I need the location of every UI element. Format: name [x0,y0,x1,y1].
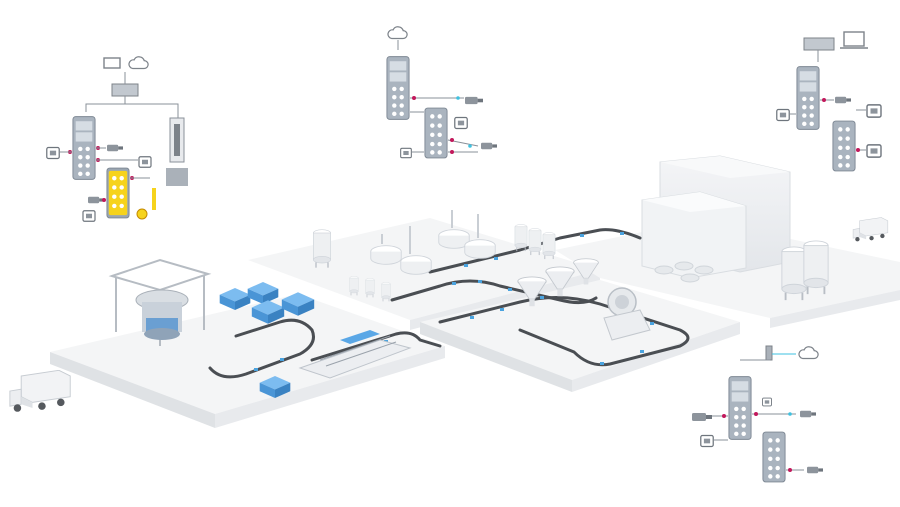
valve-icon [454,116,468,130]
io-module-icon [424,107,448,159]
mixing-vessel [400,255,432,275]
connectivity-cluster-top-left [46,56,188,222]
conveyor-center [438,296,690,367]
process-equipment [312,210,599,307]
cloud-icon [798,346,819,360]
connectivity-cluster-top-center [386,26,497,159]
platform-right-side [770,290,900,328]
sensor-icon [88,196,104,204]
laptop-icon [843,31,865,47]
valve-icon [776,108,790,122]
warehouse-building [641,155,791,279]
platform-center-side [420,322,572,392]
io-module-icon [796,66,820,130]
plc-controller-icon [803,37,835,51]
delivery-truck-icon [9,370,71,413]
io-module-icon [728,376,752,440]
platform-center [420,280,740,380]
plc-controller-icon [111,83,139,97]
platform-center-side-2 [572,322,740,392]
sensor-icon [835,96,851,104]
sensor-icon [800,410,816,418]
valve-icon [866,104,882,118]
tank-icon [802,239,830,296]
silo-icon [312,228,332,269]
tank-icon [514,223,528,252]
valve-icon [762,397,772,407]
io-module-icon [762,431,786,483]
safety-io-module-icon [106,167,130,219]
io-module-icon [386,56,410,120]
sensor-icon [465,96,483,105]
tank-icon [349,276,359,296]
sensor-icon [152,188,156,210]
mixing-vessel [464,239,496,259]
sensor-icon [481,142,497,150]
robot-cell [603,287,651,341]
tank-icon [542,231,556,260]
sensor-icon [107,144,123,152]
cloud-icon [387,26,408,40]
conveyor-left [208,318,315,379]
connectivity-cluster-top-right [776,31,882,172]
tank-icon [365,278,375,298]
bulk-bag-station [108,258,212,346]
sensor-icon [136,208,148,220]
tank-icon [780,246,808,302]
tank-icon [381,282,391,302]
io-module-icon [72,116,96,180]
conveyor-system [208,228,690,379]
camera-icon [46,146,60,160]
valve-icon [82,210,96,222]
storage-pads [654,261,714,283]
sensor-icon [692,413,712,421]
valve-icon [400,147,412,159]
sensor-icon [765,345,773,361]
platform-left-side [50,352,215,428]
laptop-icon [103,57,121,69]
sensor-icon [807,466,823,474]
valve-icon [866,144,882,158]
platform-left-side-2 [215,346,445,428]
mixing-vessel [370,245,402,265]
io-module-icon [832,120,856,172]
connectivity-cluster-bottom-right [692,345,823,483]
valve-icon [138,156,152,168]
platform-left [50,294,445,414]
conveyor-lower-left [310,331,442,362]
conveyor-upper [428,228,642,274]
packaging-line [298,330,412,379]
camera-icon [700,434,714,448]
delivery-truck-icon [852,217,889,242]
tank-icon [528,227,542,256]
cloud-icon [128,56,149,70]
